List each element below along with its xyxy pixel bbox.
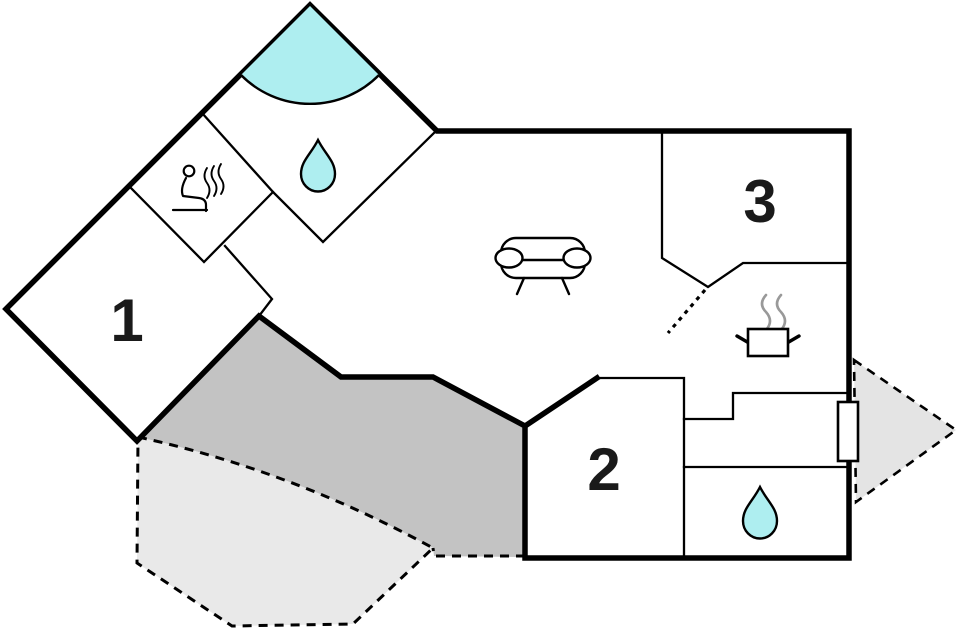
entry-nook-walls: [682, 391, 851, 421]
room-3-label: 3: [743, 168, 776, 235]
sofa-icon: [494, 236, 592, 296]
sauna-icon: [171, 163, 225, 213]
exterior-walls: [2, 1, 852, 561]
room-2-label: 2: [587, 436, 620, 503]
terrace-light: [135, 435, 525, 628]
water-drop-icon: [741, 484, 779, 540]
terrace-dark-border: [431, 547, 525, 558]
direction-arrow-icon: [852, 357, 959, 505]
terrace-light-area: [137, 437, 433, 626]
room-3-door-swing: [666, 288, 707, 335]
room-3-walls: [660, 129, 851, 289]
sauna-person-body: [180, 176, 208, 213]
corner-bath-fan-icon: [240, 6, 380, 105]
sofa-leg-left: [515, 276, 526, 296]
pot-body: [746, 327, 790, 358]
terrace-dark: [138, 316, 525, 557]
room-2-chamfer-wall: [521, 374, 601, 430]
room-1-label: 1: [110, 287, 143, 354]
entrance-door: [836, 400, 860, 463]
sauna-steam: [203, 163, 225, 199]
bathroom-top-walls: [271, 129, 438, 244]
terrace-light-border: [135, 435, 436, 628]
cooking-pot-icon: [735, 293, 801, 358]
sofa-leg-right: [560, 276, 571, 296]
room-2-walls: [595, 376, 686, 560]
sauna-walls: [127, 111, 275, 264]
corner-bath-fill: [241, 6, 379, 104]
pot-steam: [760, 293, 787, 332]
sofa-armrest-right: [562, 247, 592, 269]
terrace-dark-area: [138, 316, 525, 557]
corridor-wall: [223, 244, 274, 318]
water-drop-icon: [299, 137, 337, 193]
corner-bath-arc: [240, 74, 380, 105]
sofa-armrest-left: [494, 247, 524, 269]
interior-walls: [127, 111, 851, 560]
sauna-person-head: [182, 164, 196, 178]
